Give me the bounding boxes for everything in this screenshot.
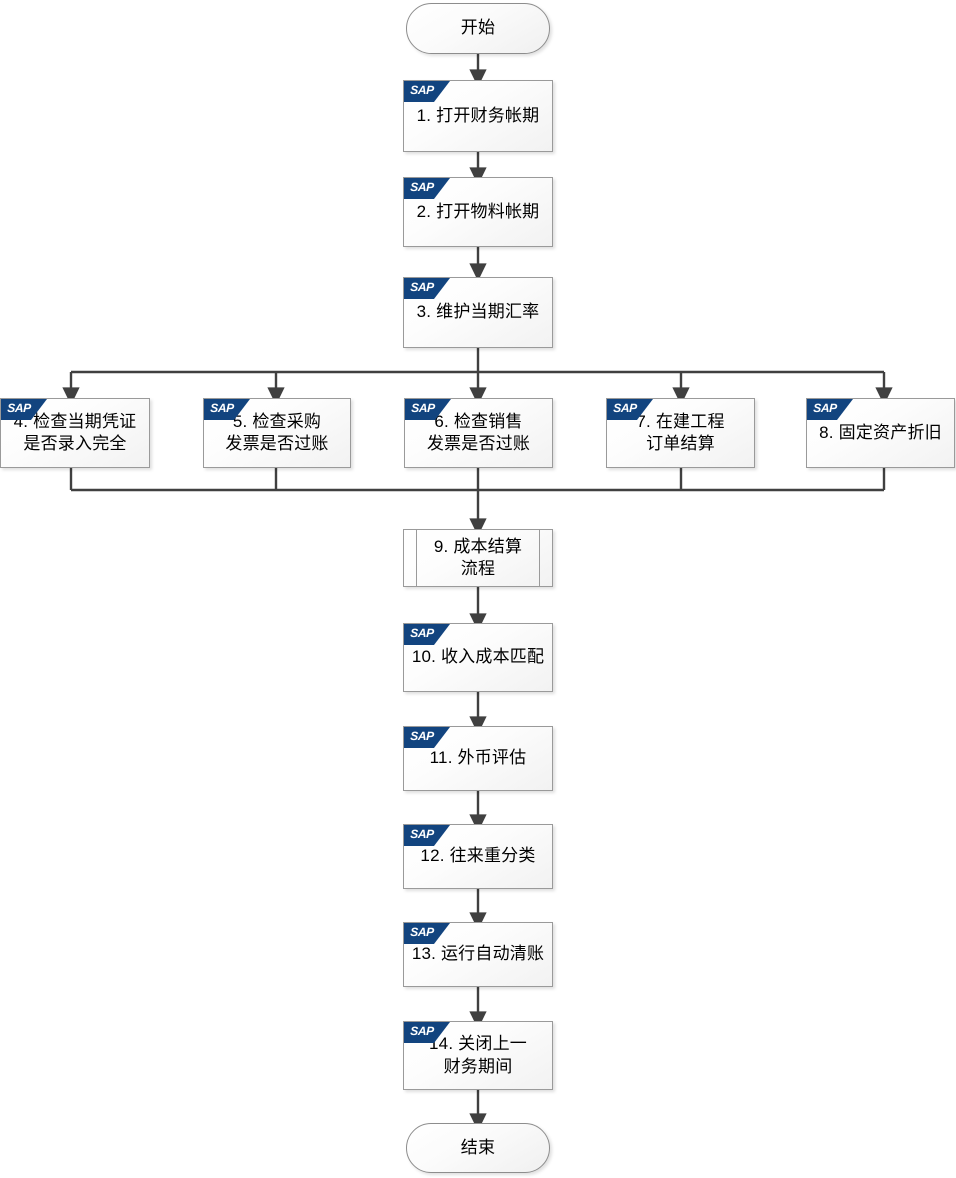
sap-logo-icon: SAP bbox=[1, 399, 47, 420]
node-step4[interactable]: SAP 4. 检查当期凭证 是否录入完全 bbox=[0, 398, 150, 468]
node-step14[interactable]: SAP 14. 关闭上一 财务期间 bbox=[403, 1021, 553, 1090]
sap-logo-text: SAP bbox=[410, 180, 434, 194]
sap-logo-icon: SAP bbox=[404, 178, 450, 199]
sap-logo-text: SAP bbox=[410, 1024, 434, 1038]
node-step12-label: 12. 往来重分类 bbox=[420, 846, 536, 866]
sap-logo-text: SAP bbox=[410, 827, 434, 841]
node-step4-label: 4. 检查当期凭证 是否录入完全 bbox=[13, 411, 137, 453]
node-step7[interactable]: SAP 7. 在建工程 订单结算 bbox=[606, 398, 755, 468]
node-step1[interactable]: SAP 1. 打开财务帐期 bbox=[403, 80, 553, 152]
node-step9[interactable]: 9. 成本结算 流程 bbox=[403, 529, 553, 587]
sap-logo-icon: SAP bbox=[607, 399, 653, 420]
node-step2-label: 2. 打开物料帐期 bbox=[416, 201, 540, 221]
sap-logo-icon: SAP bbox=[404, 278, 450, 299]
sap-logo-icon: SAP bbox=[404, 81, 450, 102]
node-step5-label: 5. 检查采购 发票是否过账 bbox=[225, 411, 329, 453]
node-end[interactable]: 结束 bbox=[406, 1123, 550, 1173]
sap-logo-text: SAP bbox=[411, 401, 435, 415]
node-start[interactable]: 开始 bbox=[406, 3, 550, 54]
sap-logo-text: SAP bbox=[410, 280, 434, 294]
sap-logo-icon: SAP bbox=[405, 399, 451, 420]
sap-logo-text: SAP bbox=[7, 401, 31, 415]
node-step11-label: 11. 外币评估 bbox=[429, 748, 527, 768]
node-step11[interactable]: SAP 11. 外币评估 bbox=[403, 726, 553, 791]
sap-logo-icon: SAP bbox=[404, 727, 450, 748]
node-end-label: 结束 bbox=[460, 1137, 496, 1157]
node-step10-label: 10. 收入成本匹配 bbox=[411, 647, 545, 667]
sap-logo-text: SAP bbox=[410, 83, 434, 97]
node-step8-label: 8. 固定资产折旧 bbox=[819, 422, 942, 442]
node-step6[interactable]: SAP 6. 检查销售 发票是否过账 bbox=[404, 398, 553, 468]
sap-logo-icon: SAP bbox=[404, 1022, 450, 1043]
sap-logo-text: SAP bbox=[410, 729, 434, 743]
node-step1-label: 1. 打开财务帐期 bbox=[416, 105, 540, 125]
sap-logo-icon: SAP bbox=[404, 624, 450, 645]
node-step8[interactable]: SAP 8. 固定资产折旧 bbox=[806, 398, 955, 468]
sap-logo-icon: SAP bbox=[807, 399, 853, 420]
sap-logo-text: SAP bbox=[210, 401, 234, 415]
node-step13-label: 13. 运行自动清账 bbox=[411, 944, 545, 964]
node-step9-label: 9. 成本结算 流程 bbox=[433, 536, 523, 578]
node-step2[interactable]: SAP 2. 打开物料帐期 bbox=[403, 177, 553, 247]
sap-logo-icon: SAP bbox=[404, 923, 450, 944]
sap-logo-text: SAP bbox=[613, 401, 637, 415]
sap-logo-text: SAP bbox=[410, 925, 434, 939]
sap-logo-text: SAP bbox=[813, 401, 837, 415]
sap-logo-icon: SAP bbox=[204, 399, 250, 420]
node-step7-label: 7. 在建工程 订单结算 bbox=[636, 411, 725, 453]
node-step3[interactable]: SAP 3. 维护当期汇率 bbox=[403, 277, 553, 348]
sap-logo-icon: SAP bbox=[404, 825, 450, 846]
sap-logo-text: SAP bbox=[410, 626, 434, 640]
node-step10[interactable]: SAP 10. 收入成本匹配 bbox=[403, 623, 553, 692]
node-step14-label: 14. 关闭上一 财务期间 bbox=[429, 1034, 527, 1076]
node-step12[interactable]: SAP 12. 往来重分类 bbox=[403, 824, 553, 889]
node-step13[interactable]: SAP 13. 运行自动清账 bbox=[403, 922, 553, 987]
node-start-label: 开始 bbox=[460, 18, 496, 38]
node-step3-label: 3. 维护当期汇率 bbox=[416, 302, 540, 322]
node-step6-label: 6. 检查销售 发票是否过账 bbox=[426, 411, 531, 453]
node-step5[interactable]: SAP 5. 检查采购 发票是否过账 bbox=[203, 398, 351, 468]
